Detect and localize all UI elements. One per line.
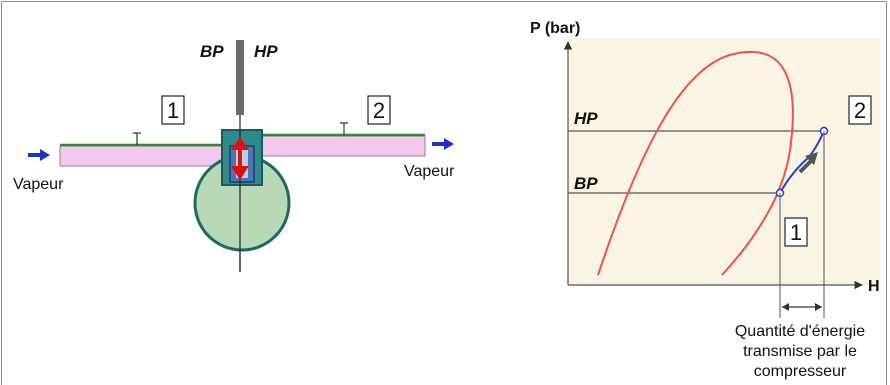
state-1-label: 1	[167, 98, 179, 123]
caption-line-2: transmise par le	[743, 343, 857, 360]
outlet-flow-arrow	[432, 138, 454, 150]
inlet-vapor-label: Vapeur	[13, 176, 64, 193]
x-axis-label: H	[868, 278, 880, 295]
outlet-pipe	[257, 122, 426, 157]
piston-motion-arrow	[231, 137, 249, 180]
state-1-box	[161, 95, 185, 125]
caption-line-3: compresseur	[754, 363, 847, 380]
bp-axis-label: BP	[574, 174, 598, 193]
state-2-label: 2	[373, 98, 385, 123]
ph-plot-background	[568, 38, 880, 285]
ph-state-1-box	[784, 217, 808, 247]
inlet-pipe	[59, 132, 226, 167]
saturation-curve	[597, 50, 794, 276]
inlet-flow-arrow	[28, 149, 50, 161]
hp-axis-label: HP	[574, 109, 598, 128]
energy-dimension-arrow	[782, 303, 822, 311]
caption-line-1: Quantité d'énergie	[735, 323, 865, 340]
ph-state-1-label: 1	[790, 220, 802, 245]
hp-label: HP	[254, 42, 278, 61]
ph-state-2-label: 2	[854, 98, 866, 123]
shaft-rod	[236, 40, 244, 115]
compressor-schematic: BP HP 1 2 Vapeur Vapeur	[13, 40, 455, 272]
ph-diagram: P (bar) H HP BP	[530, 20, 880, 380]
state-2-box	[367, 95, 391, 125]
ph-state-2-box	[848, 95, 872, 125]
y-axis-label: P (bar)	[530, 20, 580, 37]
outlet-vapor-label: Vapeur	[404, 163, 455, 180]
bp-label: BP	[200, 42, 224, 61]
compression-direction-arrow	[798, 152, 818, 174]
